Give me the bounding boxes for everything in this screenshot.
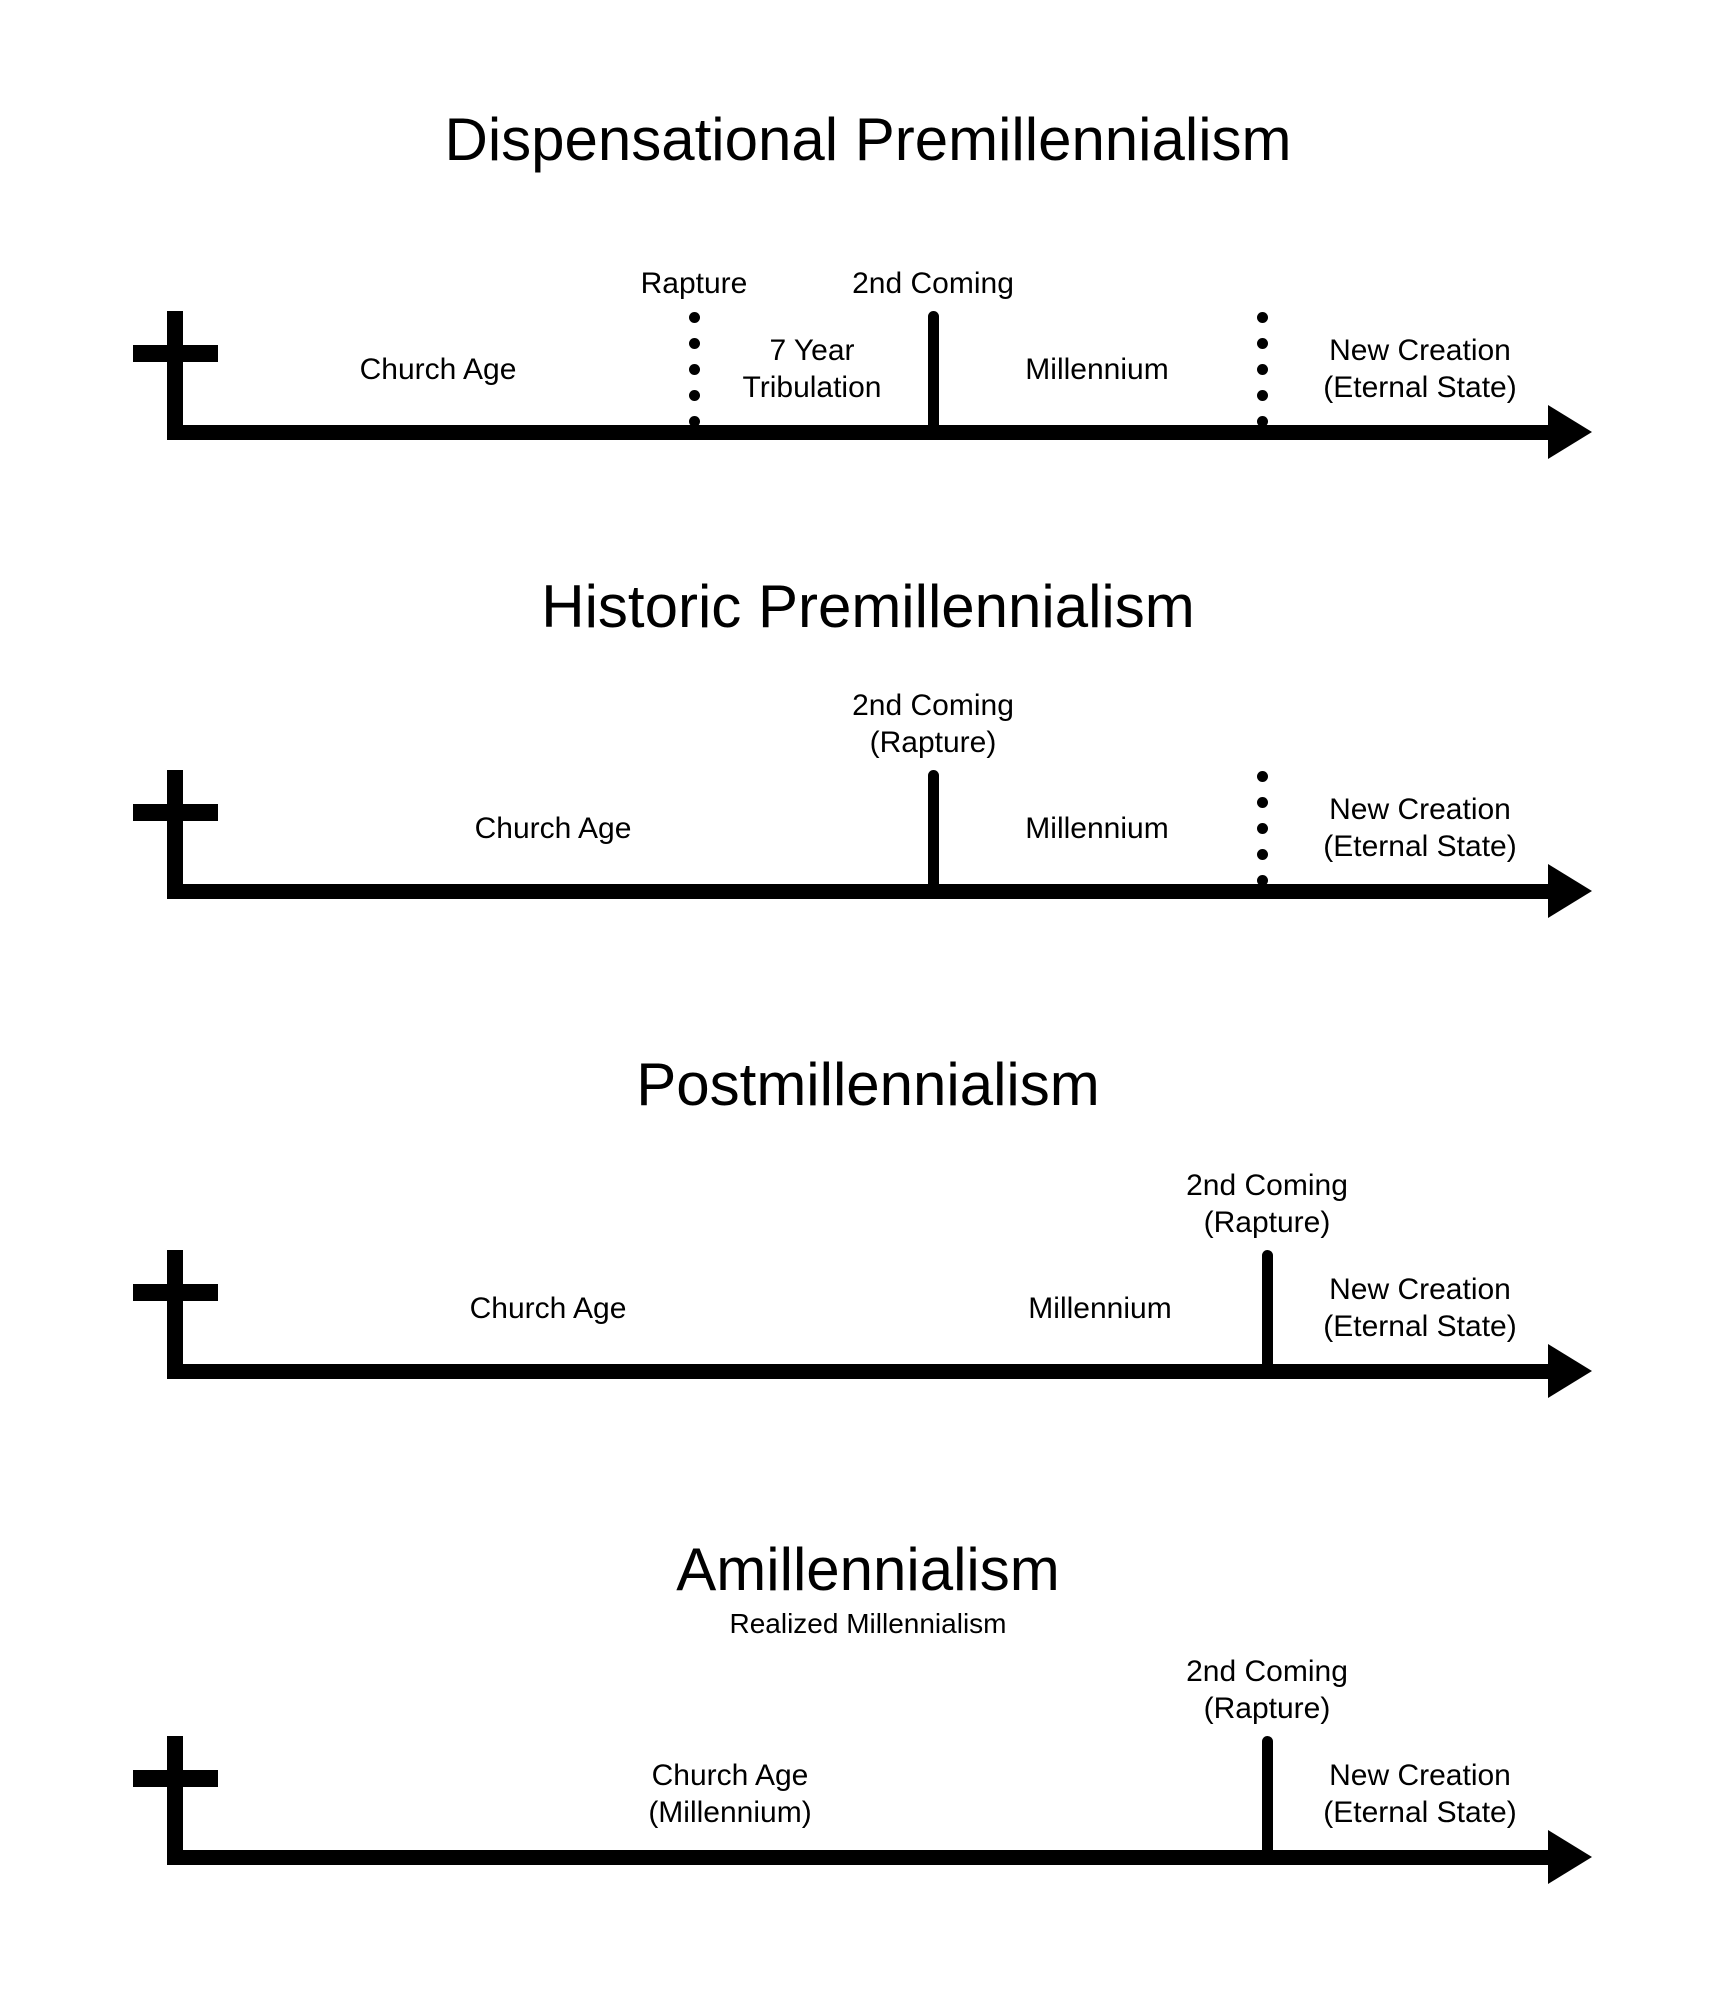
- segment-label-line: Millennium: [1025, 352, 1169, 386]
- segment-label-line: Church Age: [651, 1759, 809, 1792]
- arrow-right-icon: [1548, 864, 1592, 918]
- cross-icon: [167, 770, 183, 898]
- tick-label-line: 2nd Coming: [852, 267, 1014, 300]
- segment-label-line: New Creation: [1329, 1759, 1511, 1792]
- segment-label: Church Age: [475, 810, 632, 847]
- tick-label: 2nd Coming (Rapture): [852, 687, 1014, 761]
- segment-label-line: (Eternal State): [1323, 1796, 1517, 1829]
- segment-label-line: Church Age: [474, 811, 632, 845]
- timeline-baseline: [167, 425, 1553, 440]
- dot: [1256, 416, 1268, 427]
- arrow-right-icon: [1548, 1344, 1592, 1398]
- cross-icon: [133, 345, 218, 362]
- tick-label-line: (Rapture): [869, 726, 997, 759]
- segment-label: Millennium: [1028, 1290, 1171, 1327]
- tick-label: 2nd Coming (Rapture): [1186, 1167, 1348, 1241]
- dot: [1256, 849, 1268, 860]
- tick-label: Rapture: [641, 265, 748, 302]
- segment-label: New Creation (Eternal State): [1323, 1757, 1516, 1831]
- dot: [688, 338, 700, 349]
- segment-label-line: Millennium: [1028, 1291, 1172, 1325]
- segment-label-line: (Millennium): [648, 1796, 812, 1829]
- arrow-right-icon: [1548, 1830, 1592, 1884]
- tick-label-line: (Rapture): [1203, 1692, 1331, 1725]
- segment-label: New Creation (Eternal State): [1323, 1271, 1516, 1345]
- dot: [688, 312, 700, 323]
- tick-solid: [927, 770, 939, 891]
- dot: [1256, 823, 1268, 834]
- segment-label-line: Millennium: [1025, 811, 1169, 845]
- segment-label-line: Tribulation: [742, 371, 882, 404]
- cross-icon: [133, 1770, 218, 1787]
- timeline-baseline: [167, 1364, 1553, 1379]
- segment-label: Church Age: [360, 351, 517, 388]
- timeline-baseline: [167, 884, 1553, 899]
- tick-dotted: [1256, 312, 1268, 427]
- segment-label-line: New Creation: [1329, 793, 1511, 826]
- segment-label-line: (Eternal State): [1323, 1310, 1517, 1343]
- dot: [1256, 312, 1268, 323]
- tick-solid: [927, 311, 939, 432]
- tick-dotted: [1256, 771, 1268, 886]
- tick-label-line: 2nd Coming: [1186, 1655, 1348, 1688]
- segment-label: Millennium: [1025, 351, 1168, 388]
- dot: [1256, 338, 1268, 349]
- diagram-subtitle: Realized Millennialism: [729, 1608, 1007, 1639]
- tick-label-line: Rapture: [640, 267, 748, 300]
- tick-label-line: 2nd Coming: [852, 689, 1014, 722]
- diagram-title: Postmillennialism: [636, 1051, 1100, 1118]
- diagram-title: Dispensational Premillennialism: [444, 106, 1292, 173]
- segment-label-line: Church Age: [359, 352, 517, 386]
- cross-icon: [167, 311, 183, 439]
- tick-solid: [1261, 1250, 1273, 1371]
- tick-label: 2nd Coming (Rapture): [1186, 1653, 1348, 1727]
- tick-label: 2nd Coming: [852, 265, 1014, 302]
- segment-label-line: Church Age: [469, 1291, 627, 1325]
- segment-label-line: New Creation: [1329, 1273, 1511, 1306]
- segment-label: Millennium: [1025, 810, 1168, 847]
- segment-label-line: (Eternal State): [1323, 371, 1517, 404]
- dot: [1256, 797, 1268, 808]
- segment-label-line: (Eternal State): [1323, 830, 1517, 863]
- segment-label-line: 7 Year: [769, 334, 855, 367]
- cross-icon: [167, 1736, 183, 1864]
- segment-label: Church Age (Millennium): [648, 1757, 811, 1831]
- tick-label-line: (Rapture): [1203, 1206, 1331, 1239]
- tick-dotted: [688, 312, 700, 427]
- dot: [1256, 875, 1268, 886]
- segment-label: Church Age: [470, 1290, 627, 1327]
- dot: [688, 416, 700, 427]
- segment-label-line: New Creation: [1329, 334, 1511, 367]
- dot: [688, 364, 700, 375]
- tick-solid: [1261, 1736, 1273, 1857]
- diagram-title: Amillennialism: [676, 1536, 1060, 1603]
- arrow-right-icon: [1548, 405, 1592, 459]
- segment-label: New Creation (Eternal State): [1323, 791, 1516, 865]
- dot: [1256, 390, 1268, 401]
- cross-icon: [167, 1250, 183, 1378]
- timeline-baseline: [167, 1850, 1553, 1865]
- dot: [1256, 771, 1268, 782]
- tick-label-line: 2nd Coming: [1186, 1169, 1348, 1202]
- cross-icon: [133, 804, 218, 821]
- dot: [688, 390, 700, 401]
- dot: [1256, 364, 1268, 375]
- diagram-title: Historic Premillennialism: [541, 573, 1195, 640]
- segment-label: New Creation (Eternal State): [1323, 332, 1516, 406]
- cross-icon: [133, 1284, 218, 1301]
